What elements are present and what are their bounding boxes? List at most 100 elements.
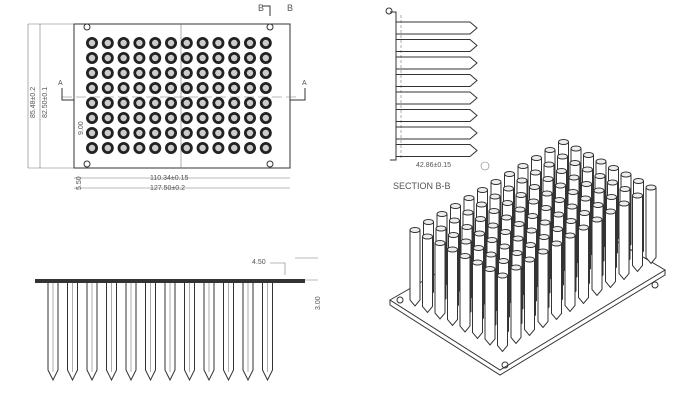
iso-tube-body	[409, 230, 421, 307]
iso-tube-rim	[526, 227, 537, 234]
iso-tube-rim	[568, 174, 580, 181]
iso-tube-rim	[449, 217, 460, 224]
iso-tube-rim	[570, 145, 582, 152]
iso-tube	[591, 216, 603, 297]
iso-tube-rim	[605, 208, 616, 215]
well-bottom	[120, 99, 127, 107]
iso-tube-rim	[591, 216, 603, 223]
iso-tube	[618, 200, 630, 281]
iso-tube-body	[447, 249, 458, 327]
iso-tube-rim	[583, 152, 594, 158]
well-bottom	[246, 99, 254, 107]
dim-width-outer: 127.50±0.2	[150, 185, 185, 192]
iso-tube-rim	[450, 203, 461, 209]
well-bottom	[167, 114, 175, 122]
iso-tube	[632, 192, 643, 273]
iso-tube-rim	[564, 232, 576, 239]
iso-tube-rim	[501, 214, 512, 221]
iso-tube-rim	[513, 221, 525, 227]
section-b-label-top: B	[287, 3, 293, 13]
iso-tube-rim	[578, 224, 589, 231]
well-bottom	[246, 69, 254, 77]
iso-tube-rim	[459, 253, 471, 259]
iso-tube	[578, 224, 589, 305]
well-bottom	[104, 84, 112, 92]
well-bottom	[215, 69, 222, 77]
well-bottom	[231, 114, 238, 122]
section-tube	[396, 56, 478, 70]
well-bottom	[167, 69, 175, 77]
iso-tube	[645, 184, 657, 265]
iso-tube-rim	[477, 187, 488, 193]
dim-height-outer: 85.48±0.2	[30, 87, 37, 118]
well-bottom	[120, 39, 127, 47]
well-bottom	[262, 69, 269, 77]
well-bottom	[167, 99, 175, 107]
well-bottom	[104, 129, 112, 137]
side-tube	[125, 283, 137, 382]
iso-tube-body	[618, 203, 630, 281]
iso-tube-rim	[565, 218, 577, 224]
well-bottom	[262, 129, 269, 137]
well-bottom	[167, 84, 175, 92]
side-tube	[67, 283, 78, 382]
iso-tube-body	[632, 195, 643, 273]
iso-tube-rim	[461, 224, 473, 230]
corner-notch	[266, 23, 274, 31]
iso-tube-rim	[539, 219, 551, 226]
iso-tube-rim	[607, 179, 618, 186]
well-bottom	[199, 114, 206, 122]
section-tube	[396, 126, 478, 140]
iso-tube-body	[591, 219, 603, 297]
iso-tube-rim	[528, 198, 539, 205]
section-tube	[396, 91, 478, 105]
well-bottom	[246, 84, 254, 92]
iso-tube-rim	[517, 163, 529, 169]
iso-tube-rim	[582, 166, 593, 173]
well-bottom	[215, 39, 222, 47]
iso-tube-rim	[460, 238, 472, 245]
iso-plate-edge	[389, 270, 666, 376]
iso-tube-rim	[502, 200, 513, 206]
section-notch	[385, 7, 393, 15]
well-bottom	[104, 69, 112, 77]
well-bottom	[199, 129, 206, 137]
section-b-marker-top: B	[258, 3, 264, 13]
side-tube	[203, 283, 215, 382]
iso-tube-rim	[409, 227, 421, 233]
iso-tube-rim	[488, 208, 500, 214]
iso-tube-rim	[593, 187, 605, 194]
iso-tube-body	[459, 256, 471, 333]
iso-tube	[434, 240, 446, 320]
well-bottom	[183, 144, 190, 152]
well-bottom	[215, 84, 222, 92]
well-bottom	[231, 144, 238, 152]
iso-tube-rim	[581, 181, 592, 187]
iso-tube-rim	[566, 203, 578, 210]
well-bottom	[231, 54, 238, 62]
section-title: SECTION B-B	[393, 181, 451, 191]
iso-tube	[524, 256, 535, 337]
iso-tube-body	[422, 236, 433, 314]
iso-tube-rim	[499, 243, 510, 250]
iso-tube-rim	[503, 185, 514, 192]
well-bottom	[88, 39, 96, 47]
side-tube	[47, 283, 59, 382]
top-view	[27, 5, 306, 189]
iso-tube	[551, 240, 562, 321]
side-tube	[164, 283, 176, 382]
section-b-arrow	[262, 5, 271, 16]
well-bottom	[152, 54, 159, 62]
well-bottom	[199, 99, 206, 107]
well-bottom	[215, 54, 222, 62]
iso-tube-rim	[555, 182, 566, 189]
well-bottom	[183, 39, 190, 47]
iso-tube-rim	[462, 209, 474, 216]
well-bottom	[88, 144, 96, 152]
well-bottom	[136, 54, 143, 62]
iso-tube-body	[551, 243, 562, 321]
well-bottom	[262, 144, 269, 152]
iso-tube-rim	[475, 216, 486, 222]
section-a-arrow-left	[61, 88, 74, 101]
